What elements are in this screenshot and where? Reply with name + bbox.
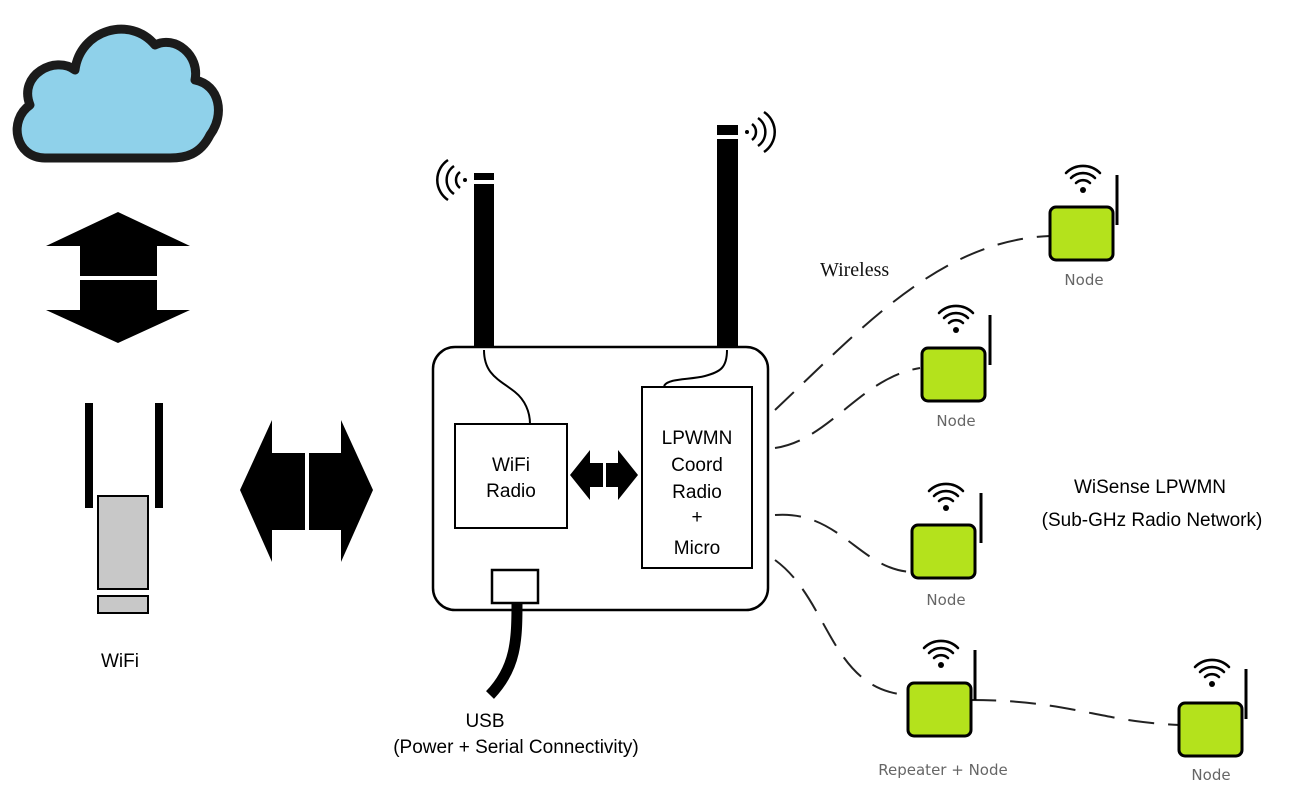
lpwmn-line-3: Radio xyxy=(672,482,722,503)
lpwmn-line-4: + xyxy=(691,507,702,528)
wifi-radio-box xyxy=(454,423,568,529)
wifi-radio-line-2: Radio xyxy=(486,481,536,502)
wifi-radio-line-1: WiFi xyxy=(492,455,530,476)
usb-port xyxy=(490,568,540,605)
node-label: Node xyxy=(1191,766,1230,784)
right-antenna xyxy=(717,125,738,350)
wireless-link-4 xyxy=(774,559,909,696)
wifi-icon xyxy=(1064,164,1102,195)
horizontal-double-arrow-icon xyxy=(240,420,373,562)
network-subtitle: (Sub-GHz Radio Network) xyxy=(1042,510,1263,531)
node-label: Node xyxy=(936,412,975,430)
wireless-link-3 xyxy=(774,513,913,573)
usb-label: USB xyxy=(465,711,504,732)
node-label: Node xyxy=(1064,271,1103,289)
wireless-link-2 xyxy=(774,367,921,449)
usb-sublabel: (Power + Serial Connectivity) xyxy=(393,737,639,758)
lpwmn-line-1: LPWMN xyxy=(662,428,733,449)
wifi-icon xyxy=(937,304,975,335)
sensor-node-1: Node xyxy=(1048,164,1119,289)
repeater-label: Repeater + Node xyxy=(878,761,1007,779)
wifi-icon xyxy=(1193,658,1231,689)
usb-cable xyxy=(485,602,523,699)
sensor-node-3: Node xyxy=(910,482,983,609)
cloud-icon xyxy=(12,24,223,163)
lpwmn-line-2: Coord xyxy=(671,455,723,476)
wireless-label: Wireless xyxy=(820,259,889,281)
network-title: WiSense LPWMN xyxy=(1074,477,1226,498)
right-antenna-signal-icon xyxy=(745,110,776,154)
internal-double-arrow-icon xyxy=(570,450,638,500)
wifi-icon xyxy=(922,639,960,670)
left-antenna-signal-icon xyxy=(436,158,467,202)
wifi-label: WiFi xyxy=(101,651,139,672)
lpwmn-line-5: Micro xyxy=(674,538,720,559)
sensor-node-2: Node xyxy=(920,304,992,430)
left-antenna xyxy=(474,173,494,350)
vertical-double-arrow-icon xyxy=(46,212,190,343)
wifi-router-icon xyxy=(85,403,163,614)
repeater-node: Repeater + Node xyxy=(878,639,1008,779)
wireless-link-5 xyxy=(969,699,1181,726)
node-label: Node xyxy=(926,591,965,609)
wireless-link-1 xyxy=(774,235,1051,411)
sensor-node-5: Node xyxy=(1177,658,1248,784)
lpwmn-coord-box xyxy=(641,386,753,569)
wifi-icon xyxy=(927,482,965,513)
